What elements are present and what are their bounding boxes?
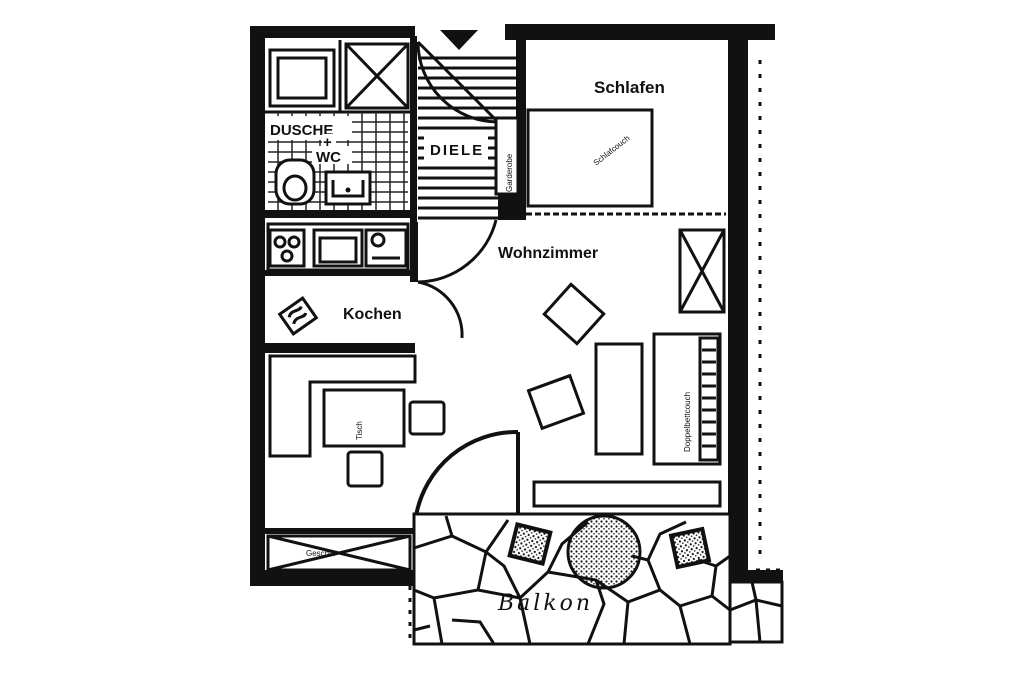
sofa-bed (652, 332, 722, 466)
outline-marks (408, 60, 782, 644)
corner-bench (268, 354, 417, 458)
armchair-bottom (526, 373, 586, 431)
entrance-arrow-icon (440, 30, 478, 50)
sofa-bed-label: Doppelbettcouch (683, 392, 692, 452)
entrance-door-swing (416, 41, 499, 124)
closet (494, 116, 520, 196)
dining-chair-right (408, 400, 446, 436)
dining-chair-bottom (346, 450, 384, 488)
bedroom: Schlafen Schlafcouch (526, 78, 665, 208)
dining-table (322, 388, 406, 448)
room-label-kochen: Kochen (343, 306, 402, 323)
closet-label: Garderobe (505, 153, 514, 192)
fridge (364, 228, 408, 268)
cabinet (678, 228, 726, 314)
living-door-swing (417, 219, 498, 284)
stove (268, 228, 306, 268)
toilet (274, 158, 316, 206)
balcony: Balkon (412, 512, 784, 646)
single-bed (526, 108, 654, 208)
room-label-wc: WC (316, 149, 341, 166)
outer-walls (250, 24, 783, 586)
room-label-plus: + (323, 134, 332, 151)
room-label-schlafen: Schlafen (594, 78, 665, 97)
sideboard (532, 480, 722, 508)
kitchen-appliance (277, 296, 319, 336)
flagstone-pattern (413, 515, 783, 645)
table-label: Tisch (355, 421, 364, 440)
kitchen-door-swing (417, 280, 464, 339)
balcony-table (566, 514, 642, 590)
room-label-dusche: DUSCHE (270, 122, 333, 139)
room-label-balkon: Balkon (497, 591, 593, 616)
room-label-diele: DIELE (430, 142, 484, 159)
bathroom: DUSCHE + WC (268, 42, 410, 210)
balcony-chair-right (668, 526, 712, 570)
counter-label: Geschirr (306, 549, 337, 558)
washbasin (324, 170, 372, 206)
hall: Garderobe DIELE (416, 40, 520, 220)
living-room: Wohnzimmer Doppelbettcouch (414, 219, 726, 517)
dining-area: Tisch Geschirr (266, 354, 446, 572)
sink (312, 228, 364, 268)
room-label-wohnzimmer: Wohnzimmer (498, 245, 598, 262)
kitchen: Kochen (266, 222, 464, 339)
armchair-top (542, 282, 606, 346)
balcony-door-swing (414, 429, 519, 517)
coffee-table (594, 342, 644, 456)
balcony-chair-left (507, 521, 553, 567)
